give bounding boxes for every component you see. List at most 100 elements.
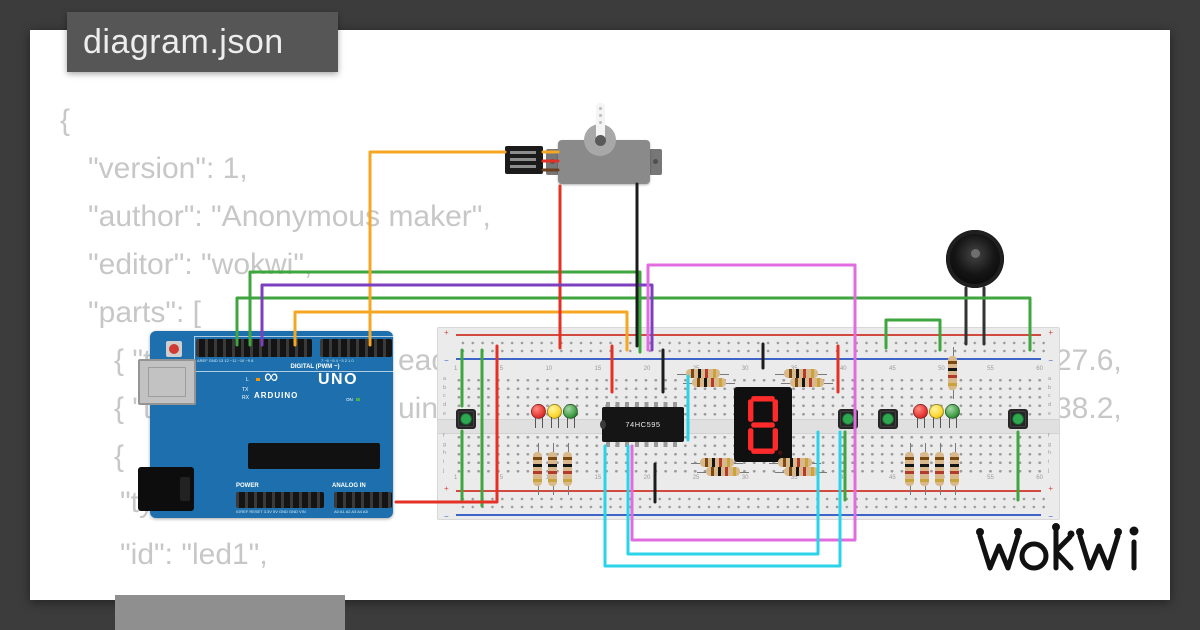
servo-horn <box>596 103 605 143</box>
resistor <box>920 443 929 495</box>
filename-title-box: diagram.json <box>67 12 338 72</box>
rail-plus-sign: + <box>1048 484 1053 493</box>
column-number: 15 <box>594 475 602 481</box>
arduino-brand-label: ARDUINO <box>254 391 299 400</box>
rail-minus-sign: − <box>1048 512 1053 521</box>
pin-labels-power: IOREF RESET 3.3V 5V GND GND VIN <box>236 509 306 514</box>
resistor <box>781 378 833 387</box>
buzzer-hole <box>971 249 980 258</box>
resistor-buzzer <box>948 347 957 399</box>
logo-letter-w1 <box>977 533 1021 571</box>
arduino-infinity-logo: ∞ <box>264 366 279 388</box>
segment-c <box>772 427 778 451</box>
row-letter: c <box>443 393 446 400</box>
row-letter: h <box>1048 450 1052 457</box>
rail-minus-sign: − <box>444 356 449 365</box>
wokwi-logo-mark <box>976 523 1139 571</box>
led-yellow-right <box>929 404 944 428</box>
resistor <box>935 443 944 495</box>
column-number: 5 <box>499 475 504 481</box>
rail-minus-sign: − <box>444 512 449 521</box>
rail-plus-sign: + <box>444 484 449 493</box>
led-red-left <box>531 404 546 428</box>
column-number: 60 <box>1036 366 1043 372</box>
resistor <box>683 378 735 387</box>
logo-letter-k <box>1053 527 1074 571</box>
resistor <box>563 443 572 495</box>
row-letter: b <box>443 384 447 391</box>
column-number: 55 <box>987 366 994 372</box>
analog-header <box>334 492 392 508</box>
logo-letter-o <box>1019 541 1049 571</box>
resistor <box>775 369 827 378</box>
resistor <box>905 443 914 495</box>
horn-hole <box>599 121 602 124</box>
row-letter: a <box>1048 376 1052 382</box>
pushbutton-cap <box>1012 413 1024 425</box>
code-line: "editor": "wokwi", <box>88 248 313 281</box>
column-number: 30 <box>741 475 749 481</box>
horn-hole <box>599 107 602 110</box>
reset-button <box>166 341 182 357</box>
digital-label: DIGITAL (PWM ~) <box>290 364 340 370</box>
column-number: 15 <box>594 366 602 372</box>
column-number: 10 <box>545 366 553 372</box>
row-letter: h <box>443 450 447 457</box>
row-letter: j <box>1048 467 1050 474</box>
segment-d <box>751 448 775 454</box>
led-legs <box>567 417 575 428</box>
row-letter: f <box>1048 433 1050 439</box>
rail-blue-line <box>456 514 1041 516</box>
rail-red-line <box>456 334 1041 336</box>
power-jack <box>138 467 194 511</box>
code-line: 38.2, <box>1055 392 1122 425</box>
row-letter: e <box>1048 410 1052 417</box>
segment-f <box>748 398 754 422</box>
servo-screw <box>595 135 606 146</box>
led-legs <box>949 417 957 428</box>
connector-pin <box>510 151 536 154</box>
column-number: 1 <box>454 366 458 372</box>
rail-holes <box>458 495 1045 511</box>
digital-header-right <box>320 339 392 357</box>
power-label: POWER <box>236 483 259 489</box>
arduino-uno-board: AREF GND 13 12 ~11 ~10 ~9 8 7 ~6 ~5 4 ~3… <box>138 331 395 518</box>
rail-plus-sign: + <box>444 328 449 337</box>
code-line: "id": "led1", <box>120 538 268 571</box>
column-number: 5 <box>499 366 504 372</box>
row-letter: f <box>443 433 445 439</box>
row-letter: j <box>443 467 445 474</box>
led-green-left <box>563 404 578 428</box>
row-letter: d <box>1048 401 1052 408</box>
led-l-indicator <box>256 378 260 381</box>
cropped-bottom-box <box>115 595 345 630</box>
column-number: 45 <box>889 475 896 481</box>
rail-plus-sign: + <box>1048 328 1053 337</box>
code-line: "author": "Anonymous maker", <box>88 200 491 233</box>
resistor <box>697 467 749 476</box>
led-red-right <box>913 404 928 428</box>
row-letter: d <box>443 401 447 408</box>
rail-holes <box>458 339 1045 355</box>
column-number: 25 <box>692 475 700 481</box>
pushbutton-3 <box>878 409 898 429</box>
column-number: 20 <box>643 475 651 481</box>
column-number: 50 <box>938 366 945 372</box>
column-number: 55 <box>987 475 994 481</box>
code-line: "parts": [ <box>88 296 201 329</box>
pushbutton-4 <box>1008 409 1028 429</box>
column-number: 20 <box>643 366 651 372</box>
shift-register-74hc595: 74HC595 <box>600 402 684 447</box>
resistor <box>548 443 557 495</box>
led-l-label: L <box>246 377 249 383</box>
led-yellow-left <box>547 404 562 428</box>
chip-pins-bottom <box>606 442 680 447</box>
breadboard-rail-top: + + − − <box>438 328 1059 365</box>
row-letter: b <box>1048 384 1052 391</box>
row-letter: g <box>1048 441 1052 448</box>
row-letter: i <box>443 458 445 465</box>
